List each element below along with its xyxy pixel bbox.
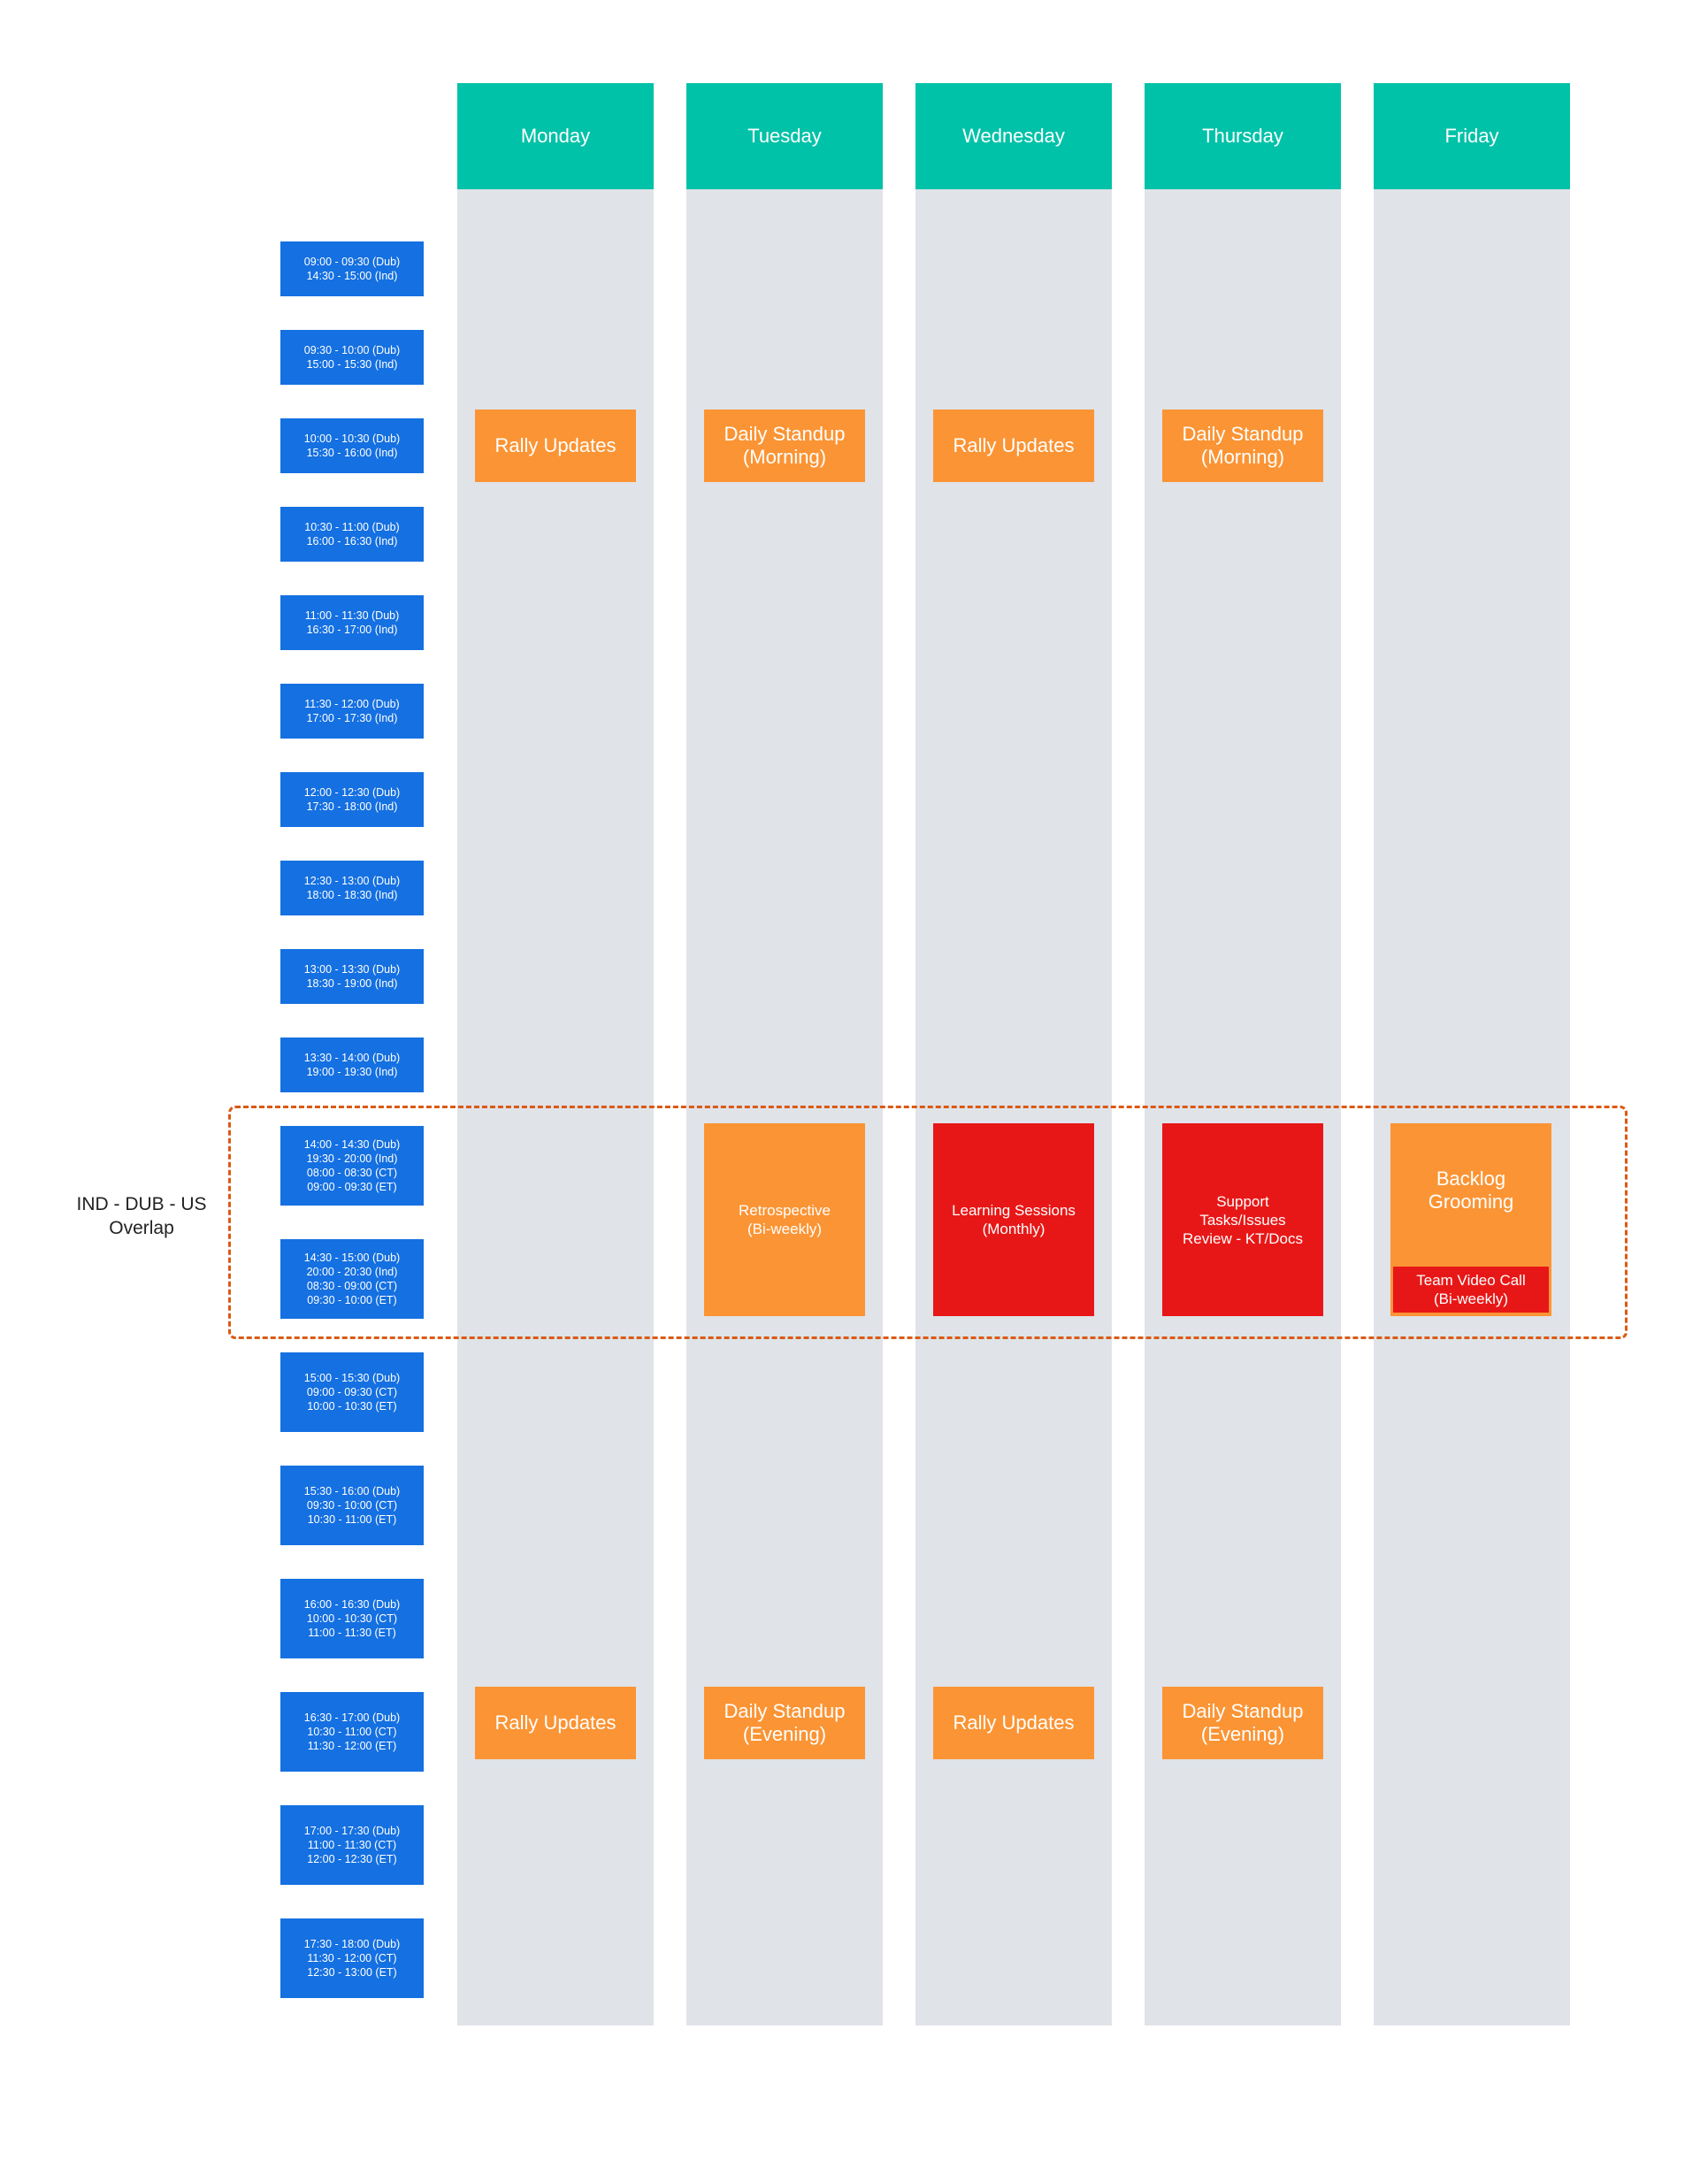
time-slot: 17:00 - 17:30 (Dub) 11:00 - 11:30 (CT) 1… [280,1805,424,1885]
event-learning-sessions: Learning Sessions (Monthly) [933,1123,1094,1316]
time-slot-label: 15:30 - 16:00 (Dub) 09:30 - 10:00 (CT) 1… [303,1485,401,1526]
time-slot-label: 12:00 - 12:30 (Dub) 17:30 - 18:00 (Ind) [303,786,401,813]
time-slot: 16:00 - 16:30 (Dub) 10:00 - 10:30 (CT) 1… [280,1579,424,1658]
event-team-video-call: Team Video Call (Bi-weekly) [1393,1267,1549,1313]
overlap-label: IND - DUB - US Overlap [76,1194,207,1238]
time-slot: 14:30 - 15:00 (Dub) 20:00 - 20:30 (Ind) … [280,1239,424,1319]
event-retrospective: Retrospective (Bi-weekly) [704,1123,865,1316]
time-slot: 10:30 - 11:00 (Dub) 16:00 - 16:30 (Ind) [280,507,424,562]
time-slot-label: 15:00 - 15:30 (Dub) 09:00 - 09:30 (CT) 1… [303,1372,401,1413]
time-slot: 13:00 - 13:30 (Dub) 18:30 - 19:00 (Ind) [280,949,424,1004]
day-header-monday: Monday [457,83,654,189]
event-rally-updates-wednesday-morning: Rally Updates [933,410,1094,482]
time-slot: 14:00 - 14:30 (Dub) 19:30 - 20:00 (Ind) … [280,1126,424,1206]
event-rally-updates-monday-morning: Rally Updates [475,410,636,482]
event-daily-standup-tuesday-evening: Daily Standup (Evening) [704,1687,865,1759]
time-slot-label: 16:00 - 16:30 (Dub) 10:00 - 10:30 (CT) 1… [303,1598,401,1639]
time-slot-label: 09:30 - 10:00 (Dub) 15:00 - 15:30 (Ind) [303,344,401,371]
time-slot-label: 09:00 - 09:30 (Dub) 14:30 - 15:00 (Ind) [303,256,401,282]
time-slot-label: 12:30 - 13:00 (Dub) 18:00 - 18:30 (Ind) [303,875,401,901]
time-slot: 15:30 - 16:00 (Dub) 09:30 - 10:00 (CT) 1… [280,1466,424,1545]
time-slot-label: 13:00 - 13:30 (Dub) 18:30 - 19:00 (Ind) [303,963,401,990]
time-slot-label: 17:30 - 18:00 (Dub) 11:30 - 12:00 (CT) 1… [303,1938,401,1979]
time-slot: 11:00 - 11:30 (Dub) 16:30 - 17:00 (Ind) [280,595,424,650]
time-slot-label: 10:30 - 11:00 (Dub) 16:00 - 16:30 (Ind) [304,521,400,547]
time-slot-label: 14:30 - 15:00 (Dub) 20:00 - 20:30 (Ind) … [303,1252,401,1306]
time-slot-label: 10:00 - 10:30 (Dub) 15:30 - 16:00 (Ind) [303,433,401,459]
event-daily-standup-thursday-morning: Daily Standup (Morning) [1162,410,1323,482]
time-slot-label: 17:00 - 17:30 (Dub) 11:00 - 11:30 (CT) 1… [303,1825,401,1865]
event-rally-updates-wednesday-evening: Rally Updates [933,1687,1094,1759]
day-column-friday: Friday [1374,83,1570,2025]
time-slot-label: 14:00 - 14:30 (Dub) 19:30 - 20:00 (Ind) … [303,1138,401,1193]
time-slot: 15:00 - 15:30 (Dub) 09:00 - 09:30 (CT) 1… [280,1352,424,1432]
time-slot: 13:30 - 14:00 (Dub) 19:00 - 19:30 (Ind) [280,1038,424,1092]
event-daily-standup-thursday-evening: Daily Standup (Evening) [1162,1687,1323,1759]
day-header-friday: Friday [1374,83,1570,189]
time-slot: 12:00 - 12:30 (Dub) 17:30 - 18:00 (Ind) [280,772,424,827]
time-slot: 09:30 - 10:00 (Dub) 15:00 - 15:30 (Ind) [280,330,424,385]
event-daily-standup-tuesday-morning: Daily Standup (Morning) [704,410,865,482]
time-slot: 11:30 - 12:00 (Dub) 17:00 - 17:30 (Ind) [280,684,424,739]
time-slot-label: 13:30 - 14:00 (Dub) 19:00 - 19:30 (Ind) [303,1052,401,1078]
event-support-tasks-review: Support Tasks/Issues Review - KT/Docs [1162,1123,1323,1316]
event-backlog-grooming: Backlog Grooming Team Video Call (Bi-wee… [1390,1123,1551,1316]
day-header-tuesday: Tuesday [686,83,883,189]
time-slot: 17:30 - 18:00 (Dub) 11:30 - 12:00 (CT) 1… [280,1918,424,1998]
overlap-region [228,1106,1628,1339]
time-slot: 16:30 - 17:00 (Dub) 10:30 - 11:00 (CT) 1… [280,1692,424,1772]
day-header-wednesday: Wednesday [915,83,1112,189]
time-slot-label: 11:00 - 11:30 (Dub) 16:30 - 17:00 (Ind) [304,609,400,636]
backlog-grooming-title: Backlog Grooming [1428,1168,1514,1213]
time-slot: 09:00 - 09:30 (Dub) 14:30 - 15:00 (Ind) [280,241,424,296]
event-rally-updates-monday-evening: Rally Updates [475,1687,636,1759]
time-slot: 10:00 - 10:30 (Dub) 15:30 - 16:00 (Ind) [280,418,424,473]
day-header-thursday: Thursday [1145,83,1341,189]
time-slot-label: 16:30 - 17:00 (Dub) 10:30 - 11:00 (CT) 1… [303,1711,401,1752]
time-slot: 12:30 - 13:00 (Dub) 18:00 - 18:30 (Ind) [280,861,424,915]
time-slot-label: 11:30 - 12:00 (Dub) 17:00 - 17:30 (Ind) [304,698,400,724]
